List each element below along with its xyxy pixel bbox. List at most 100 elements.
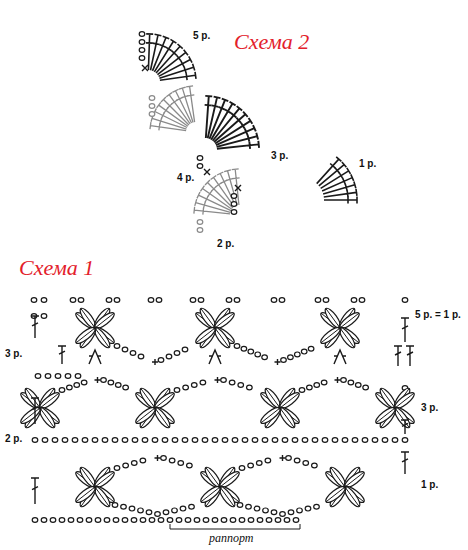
cluster-center [153, 406, 157, 410]
chain-stitch [303, 461, 309, 466]
chain-stitch [352, 438, 358, 443]
chain-stitch [121, 504, 127, 509]
chain-stitch [106, 298, 112, 303]
chain-stitch [158, 358, 164, 363]
chain-stitch [62, 438, 68, 443]
chain-stitch [257, 518, 263, 523]
chain-stitch [254, 506, 260, 511]
chain-stitch [226, 298, 232, 303]
chain-stitch [282, 438, 288, 443]
chain-stitch [178, 461, 184, 466]
chain-stitch [123, 463, 129, 468]
puff-stitch [278, 390, 302, 411]
single-crochet [275, 359, 281, 365]
chain-stitch [263, 508, 269, 513]
puff-stitch [324, 484, 348, 505]
chain-stitch [122, 518, 128, 523]
chain-stitch [229, 380, 235, 385]
chain-stitch [191, 383, 197, 388]
chain-stitch [262, 355, 268, 360]
puff-stitch [203, 465, 224, 489]
chain-stitch [149, 518, 155, 523]
treble-cluster [209, 350, 221, 364]
treble-stitch [401, 452, 409, 474]
chain-stitch [212, 438, 218, 443]
treble-stitch [31, 398, 39, 424]
chain-stitch [182, 347, 188, 352]
chain-stitch [140, 518, 146, 523]
chain-stitch [163, 510, 169, 515]
chain-stitch [275, 518, 281, 523]
chain-stitch [239, 518, 245, 523]
chain-stitch [301, 349, 307, 354]
chain-stitch [194, 518, 200, 523]
puff-stitch-core [21, 408, 40, 423]
chain-stitch [284, 518, 290, 523]
chain-stitch [95, 518, 101, 523]
fan-stitch [186, 86, 194, 122]
puff-stitch [198, 306, 219, 330]
puff-stitch-core [136, 408, 155, 423]
chain-stitch [183, 385, 189, 390]
chain-stitch [362, 438, 368, 443]
chain-stitch [197, 164, 203, 169]
puff-stitch-core [326, 487, 345, 502]
repeat-label: раппорт [208, 532, 255, 545]
chain-stitch [122, 347, 128, 352]
chain-stitch [322, 438, 328, 443]
chain-stitch [174, 351, 180, 356]
chain-stitch [232, 438, 238, 443]
puff-stitch-core [220, 487, 234, 506]
puff-stitch-core [345, 472, 364, 487]
chain-stitch [234, 298, 240, 303]
chain-stitch [81, 380, 87, 385]
puff-stitch [78, 306, 99, 330]
puff-stitch-core [345, 487, 359, 506]
chain-stitch [197, 220, 203, 225]
chain-stitch [241, 346, 247, 351]
puff-stitch [199, 484, 223, 505]
chain-stitch [167, 518, 173, 523]
single-crochet [335, 377, 341, 383]
puff-stitch-core [201, 487, 220, 502]
puff-stitch [134, 405, 158, 426]
cluster-center [213, 326, 217, 330]
puff-stitch [337, 326, 358, 350]
puff-stitch [217, 485, 238, 509]
chain-stitch [359, 298, 365, 303]
chain-stitch [307, 385, 313, 390]
chain-stitch [158, 518, 164, 523]
chain-stitch [146, 510, 152, 515]
puff-stitch-core [280, 393, 299, 408]
chain-stitch [266, 518, 272, 523]
puff-stitch-core [215, 328, 229, 347]
puff-stitch-core [266, 389, 280, 408]
puff-stitch-core [376, 408, 395, 423]
single-crochet [235, 185, 241, 191]
puff-stitch-core [215, 313, 234, 328]
puff-stitch [342, 485, 363, 509]
puff-stitch [38, 390, 62, 411]
chain-stitch [122, 438, 128, 443]
chain-stitch [187, 463, 193, 468]
chain-stitch [190, 298, 196, 303]
puff-stitch [93, 469, 117, 490]
chain-stitch [104, 518, 110, 523]
chain-stitch [198, 298, 204, 303]
chain-stitch [166, 354, 172, 359]
chain-stitch [332, 438, 338, 443]
chain-stitch [189, 504, 195, 509]
chain-stitch [139, 48, 145, 53]
puff-stitch-core [196, 328, 215, 343]
chain-stitch [342, 438, 348, 443]
chain-stitch [142, 438, 148, 443]
puff-stitch [194, 325, 218, 346]
chain-stitch [372, 438, 378, 443]
chain-stitch [288, 355, 294, 360]
puff-stitch-core [280, 408, 294, 427]
treble-stitch [394, 346, 402, 366]
chain-stitch [363, 385, 369, 390]
chain-stitch [172, 508, 178, 513]
chain-stitch [305, 506, 311, 511]
chain-stitch [68, 518, 74, 523]
